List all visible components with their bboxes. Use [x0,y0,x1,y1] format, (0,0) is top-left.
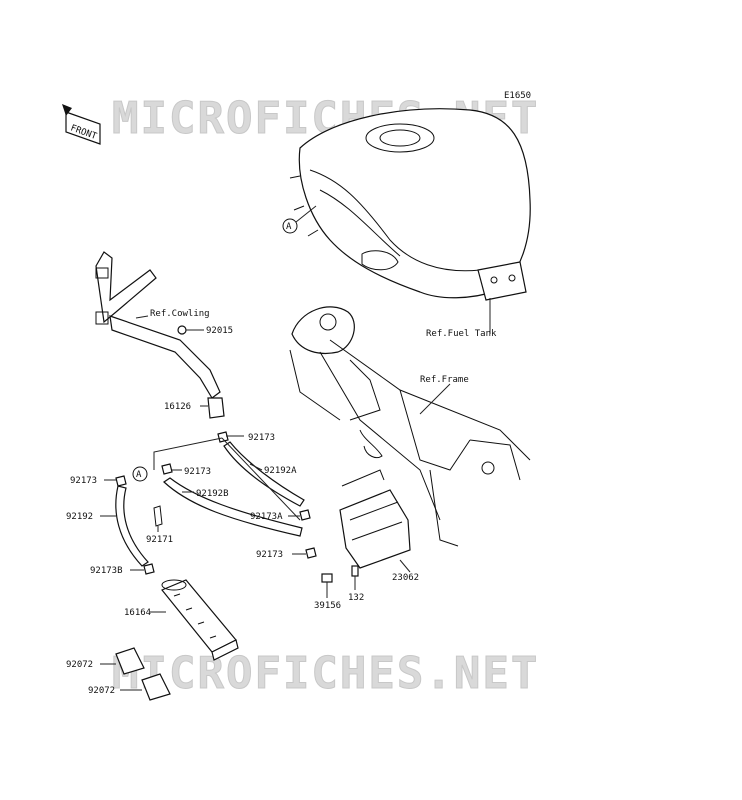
callout-a-hose-label: A [136,470,142,480]
label-16164: 16164 [124,608,151,618]
ref-cowling: Ref.Cowling [150,309,210,319]
label-92173B: 92173B [90,566,123,576]
part-92171 [153,505,163,527]
callout-a-hose [132,466,148,482]
part-92173B [143,563,155,575]
part-92015 [177,325,187,335]
part-92173-top [217,431,229,443]
label-92072-a: 92072 [66,660,93,670]
part-132 [351,565,359,577]
part-92072-a [115,647,145,675]
label-92171: 92171 [146,535,173,545]
label-92173-low: 92173 [256,550,283,560]
label-92192A: 92192A [264,466,297,476]
part-92173-left [115,475,127,487]
label-39156: 39156 [314,601,341,611]
watermark-bottom: MICROFICHES.NET [112,648,539,699]
callout-a-tank-label: A [286,222,292,232]
label-92192: 92192 [66,512,93,522]
label-92173-mid: 92173 [184,467,211,477]
part-16126 [207,397,225,419]
frame-drawing [289,306,531,547]
diagram-code: E1650 [504,91,531,101]
label-92072-b: 92072 [88,686,115,696]
label-16126: 16126 [164,402,191,412]
bracket-drawing [339,469,411,569]
label-23062: 23062 [392,573,419,583]
label-92015: 92015 [206,326,233,336]
fuel-tank-drawing [289,108,531,301]
part-92072-b [141,673,171,701]
label-92173A: 92173A [250,512,283,522]
ref-fuel-tank: Ref.Fuel Tank [426,329,497,339]
label-132: 132 [348,593,364,603]
callout-a-tank [282,218,298,234]
front-arrow-icon: FRONT [62,104,101,145]
label-92192B: 92192B [196,489,229,499]
part-39156 [321,573,333,583]
hose-92192 [115,485,149,567]
hose-92192A [223,441,305,507]
hose-92192B [163,477,303,537]
part-92173A [299,509,311,521]
cowling-bracket-drawing [95,251,221,399]
label-92173-left: 92173 [70,476,97,486]
canister-16164 [161,579,239,661]
ref-frame: Ref.Frame [420,375,469,385]
part-92173-low [305,547,317,559]
part-92173-mid [161,463,173,475]
label-92173-top: 92173 [248,433,275,443]
